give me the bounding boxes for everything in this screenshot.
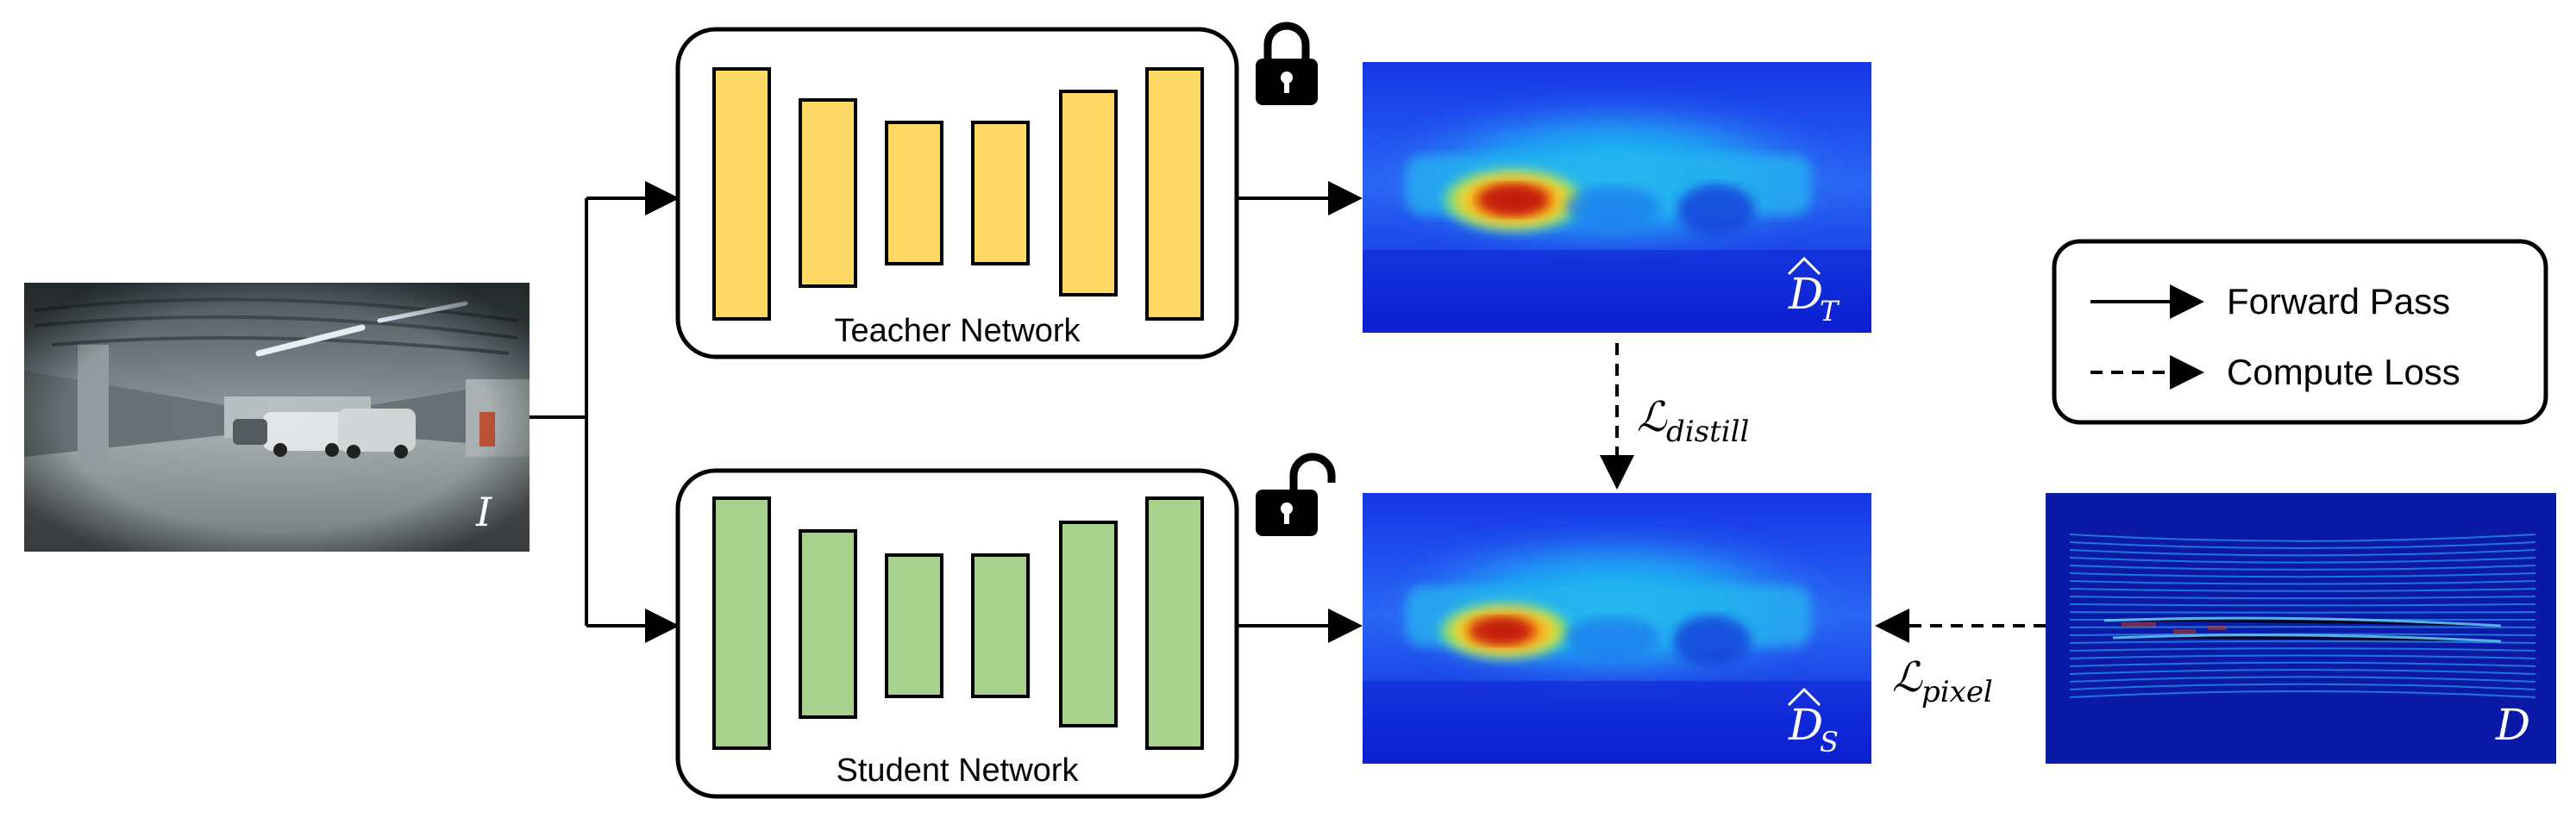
student-layers bbox=[712, 496, 1204, 750]
lidar-scan-line bbox=[2069, 549, 2536, 557]
svg-text:ℒ: ℒ bbox=[1892, 653, 1923, 702]
svg-text:ℒ: ℒ bbox=[1637, 393, 1668, 441]
lidar-scan-line bbox=[2069, 683, 2536, 690]
svg-text:T: T bbox=[1820, 295, 1840, 328]
input-image-label: I bbox=[475, 489, 492, 535]
teacher-network: Teacher Network bbox=[675, 27, 1239, 359]
teacher-depth-map bbox=[1363, 62, 1871, 333]
legend-box bbox=[2052, 239, 2548, 425]
teacher-layer bbox=[885, 121, 943, 265]
student-layer bbox=[1145, 496, 1204, 750]
lidar-scan-line bbox=[2069, 565, 2536, 571]
lidar-scan-line bbox=[2069, 611, 2536, 614]
svg-text:D: D bbox=[1788, 269, 1823, 319]
lidar-scan-line bbox=[2069, 596, 2536, 600]
teacher-network-label: Teacher Network bbox=[834, 313, 1081, 349]
input-image bbox=[24, 283, 530, 552]
legend-loss-label: Compute Loss bbox=[2227, 352, 2460, 392]
lidar-scan-line bbox=[2069, 588, 2536, 592]
lidar-scan-line bbox=[2069, 640, 2536, 644]
lidar-scan-line bbox=[2069, 676, 2536, 683]
lidar-scan-line bbox=[2069, 580, 2536, 585]
pixel-loss-label: ℒ pixel bbox=[1892, 653, 1993, 709]
student-network: Student Network bbox=[675, 468, 1239, 799]
teacher-layer bbox=[1145, 67, 1204, 321]
svg-text:D: D bbox=[1788, 700, 1823, 750]
svg-text:pixel: pixel bbox=[1921, 675, 1993, 709]
teacher-layer bbox=[1059, 90, 1118, 297]
student-layer bbox=[971, 553, 1030, 698]
open-lock-icon bbox=[1256, 453, 1336, 536]
lidar-scan-line bbox=[2069, 669, 2536, 675]
legend-forward-label: Forward Pass bbox=[2227, 281, 2450, 321]
student-layer bbox=[885, 553, 943, 698]
svg-text:distill: distill bbox=[1666, 415, 1749, 449]
legend: Forward Pass Compute Loss bbox=[2052, 239, 2548, 425]
student-layer bbox=[1059, 521, 1118, 727]
teacher-layers bbox=[712, 67, 1204, 321]
student-depth-label: D S bbox=[1787, 687, 1839, 758]
lidar-scan-line bbox=[2069, 541, 2536, 549]
teacher-layer bbox=[971, 121, 1030, 265]
student-depth-map bbox=[1363, 493, 1871, 764]
student-layer bbox=[712, 496, 771, 750]
teacher-depth-label: D T bbox=[1787, 256, 1840, 328]
student-network-label: Student Network bbox=[837, 752, 1080, 789]
lidar-scan-line bbox=[2069, 557, 2536, 564]
distill-loss-label: ℒ distill bbox=[1637, 393, 1749, 449]
input-branch-connector bbox=[530, 181, 680, 643]
teacher-layer bbox=[799, 98, 857, 288]
lidar-scan-line bbox=[2069, 661, 2536, 667]
lidar-scan-line bbox=[2069, 647, 2536, 652]
ground-truth-depth-map bbox=[2046, 493, 2556, 764]
svg-text:S: S bbox=[1820, 726, 1839, 758]
lidar-scan-line bbox=[2069, 603, 2536, 607]
lidar-scan-line bbox=[2069, 572, 2536, 578]
ground-truth-depth-label: D bbox=[2495, 700, 2530, 750]
closed-lock-icon bbox=[1256, 22, 1318, 105]
lidar-scan-line bbox=[2069, 534, 2536, 542]
lidar-scan-line bbox=[2069, 654, 2536, 659]
lidar-scan-line bbox=[2069, 690, 2536, 698]
student-layer bbox=[799, 529, 857, 719]
teacher-layer bbox=[712, 67, 771, 321]
